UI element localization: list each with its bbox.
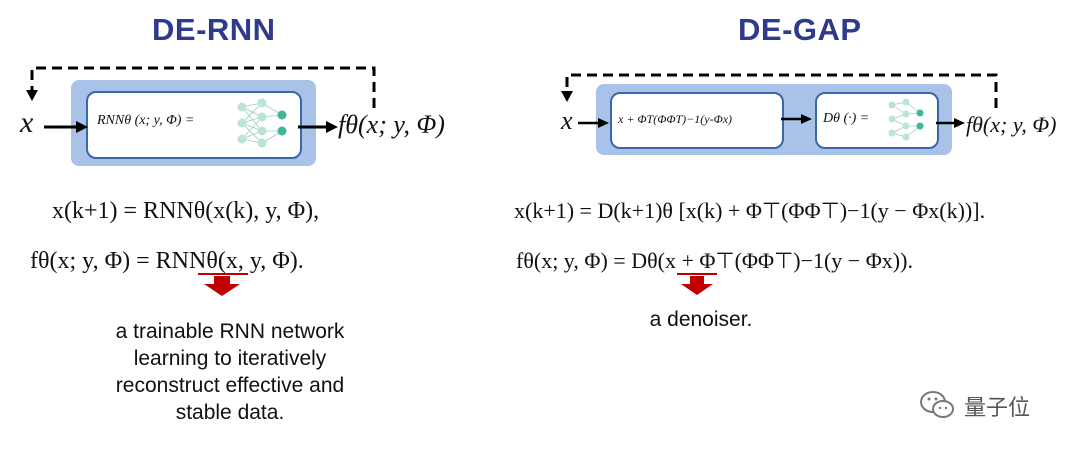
de-rnn-caption: a trainable RNN network learning to iter… (80, 318, 380, 426)
de-gap-caption: a denoiser. (649, 308, 753, 331)
denoiser-underline-arrow (677, 273, 717, 295)
de-rnn-output-arrow (298, 121, 338, 133)
de-rnn-title: DE-RNN (152, 12, 276, 47)
de-rnn-caption-line-3: reconstruct effective and (115, 374, 345, 397)
gap-projection-label: x + ΦT(ΦΦT)−1(y-Φx) (618, 112, 733, 126)
denoiser-box-label: Dθ (·) = (823, 111, 870, 126)
de-rnn-caption-line-1: a trainable RNN network (115, 320, 345, 343)
de-gap-equation-1: x(k+1) = D(k+1)θ [x(k) + Φ⊤(ΦΦ⊤)−1(y − Φ… (514, 198, 986, 223)
de-rnn-input-x: x (20, 106, 34, 139)
rnn-box-label: RNNθ (x; y, Φ) = (97, 113, 195, 128)
watermark-text: 量子位 (964, 396, 1031, 421)
de-rnn-input-arrow (44, 121, 88, 133)
de-rnn-caption-line-4: stable data. (175, 401, 285, 424)
gap-middle-arrow (781, 114, 812, 124)
neural-network-icon (237, 98, 287, 148)
wechat-logo-icon (920, 391, 954, 418)
de-gap-equation-2: fθ(x; y, Φ) = Dθ(x + Φ⊤(ΦΦ⊤)−1(y − Φx)). (516, 248, 913, 273)
de-gap-input-x: x (561, 106, 573, 135)
denoiser-network-icon (888, 98, 924, 141)
de-rnn-caption-line-2: learning to iteratively (133, 347, 327, 370)
denoiser-box (815, 92, 939, 149)
de-rnn-output: fθ(x; y, Φ) (338, 110, 445, 139)
de-gap-input-arrow (578, 118, 609, 128)
de-gap-output: fθ(x; y, Φ) (966, 112, 1057, 137)
gap-projection-box (610, 92, 784, 149)
de-gap-title: DE-GAP (738, 12, 862, 47)
de-rnn-equation-2: fθ(x; y, Φ) = RNNθ(x, y, Φ). (30, 248, 304, 274)
de-rnn-equation-1: x(k+1) = RNNθ(x(k), y, Φ), (52, 198, 320, 224)
de-gap-output-arrow (936, 118, 965, 128)
rnn-underline-arrow (198, 273, 248, 296)
